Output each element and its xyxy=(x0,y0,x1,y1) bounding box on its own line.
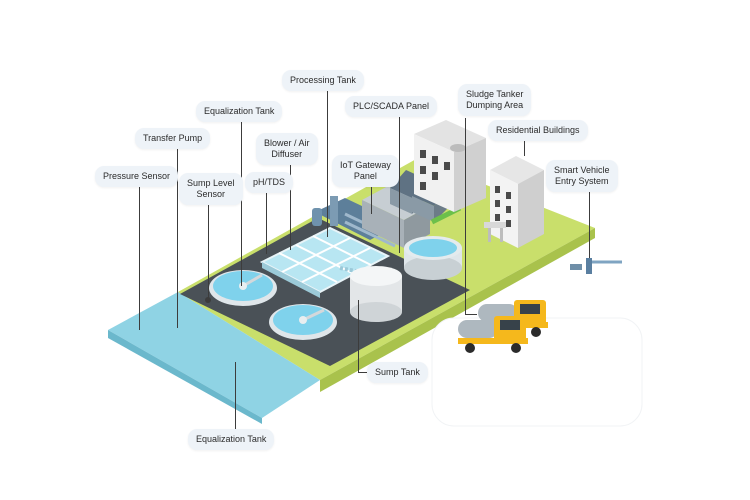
ground-platform-edge xyxy=(320,228,595,392)
sump-level-sensor-dot xyxy=(205,297,211,303)
label-transfer-pump: Transfer Pump xyxy=(135,128,211,149)
label-iot-gateway-line2: Panel xyxy=(353,171,377,181)
leader-sludge-tanker xyxy=(465,118,466,314)
leader-sludge-tanker-foot xyxy=(465,314,477,315)
vehicle-barrier xyxy=(570,258,622,274)
leader-equalization-tank-bottom xyxy=(235,362,236,430)
control-building xyxy=(414,120,486,212)
leader-sump-level xyxy=(208,200,209,298)
label-pressure-sensor-text: Pressure Sensor xyxy=(103,171,171,181)
leader-blower xyxy=(290,162,291,250)
label-plc-scada-panel: PLC/SCADA Panel xyxy=(345,96,438,117)
label-equalization-tank-top: Equalization Tank xyxy=(196,101,283,122)
water-channel xyxy=(108,292,320,418)
label-sump-tank: Sump Tank xyxy=(367,362,428,383)
residential-building xyxy=(484,156,544,248)
label-pressure-sensor: Pressure Sensor xyxy=(95,166,179,187)
label-equalization-tank-bottom: Equalization Tank xyxy=(188,429,275,450)
processing-round-tank xyxy=(404,236,462,280)
leader-iot-gateway xyxy=(371,184,372,214)
label-sump-level-line2: Sensor xyxy=(196,189,226,199)
label-sump-tank-text: Sump Tank xyxy=(375,367,420,377)
label-sludge-tanker-line2: Dumping Area xyxy=(466,100,524,110)
leader-plc-scada xyxy=(399,113,400,253)
label-processing-tank: Processing Tank xyxy=(282,70,364,91)
label-iot-gateway-line1: IoT Gateway xyxy=(340,160,391,170)
leader-transfer-pump xyxy=(177,146,178,328)
label-sump-level-line1: Sump Level xyxy=(187,178,235,188)
leader-sump-tank xyxy=(358,300,359,372)
leader-ph-tds xyxy=(266,190,267,254)
leader-equalization-tank-top xyxy=(241,118,242,286)
water-channel-edge xyxy=(108,330,262,424)
label-smart-vehicle-line1: Smart Vehicle xyxy=(554,165,610,175)
concrete-base xyxy=(180,218,470,366)
leader-pressure-sensor xyxy=(139,184,140,330)
leader-smart-vehicle xyxy=(589,186,590,258)
label-blower-line1: Blower / Air xyxy=(264,138,310,148)
label-smart-vehicle-line2: Entry System xyxy=(555,176,609,186)
leader-sump-tank-foot xyxy=(358,372,368,373)
label-equalization-tank-top-text: Equalization Tank xyxy=(204,106,275,116)
label-ph-tds-text: pH/TDS xyxy=(253,177,286,187)
tanker-truck-front xyxy=(458,316,528,353)
leader-residential xyxy=(524,138,525,156)
secondary-clarifier xyxy=(269,304,337,340)
label-transfer-pump-text: Transfer Pump xyxy=(143,133,203,143)
label-sludge-tanker-line1: Sludge Tanker xyxy=(466,89,524,99)
equalization-clarifier xyxy=(209,270,277,306)
label-processing-tank-text: Processing Tank xyxy=(290,75,356,85)
label-equalization-tank-bottom-text: Equalization Tank xyxy=(196,434,267,444)
label-plc-scada-panel-text: PLC/SCADA Panel xyxy=(353,101,430,111)
processing-grid-tank xyxy=(259,226,391,298)
label-residential-buildings-text: Residential Buildings xyxy=(496,125,580,135)
leader-processing-tank xyxy=(327,87,328,237)
label-ph-tds: pH/TDS xyxy=(245,172,294,193)
label-blower-line2: Diffuser xyxy=(271,149,303,159)
label-residential-buildings: Residential Buildings xyxy=(488,120,588,141)
